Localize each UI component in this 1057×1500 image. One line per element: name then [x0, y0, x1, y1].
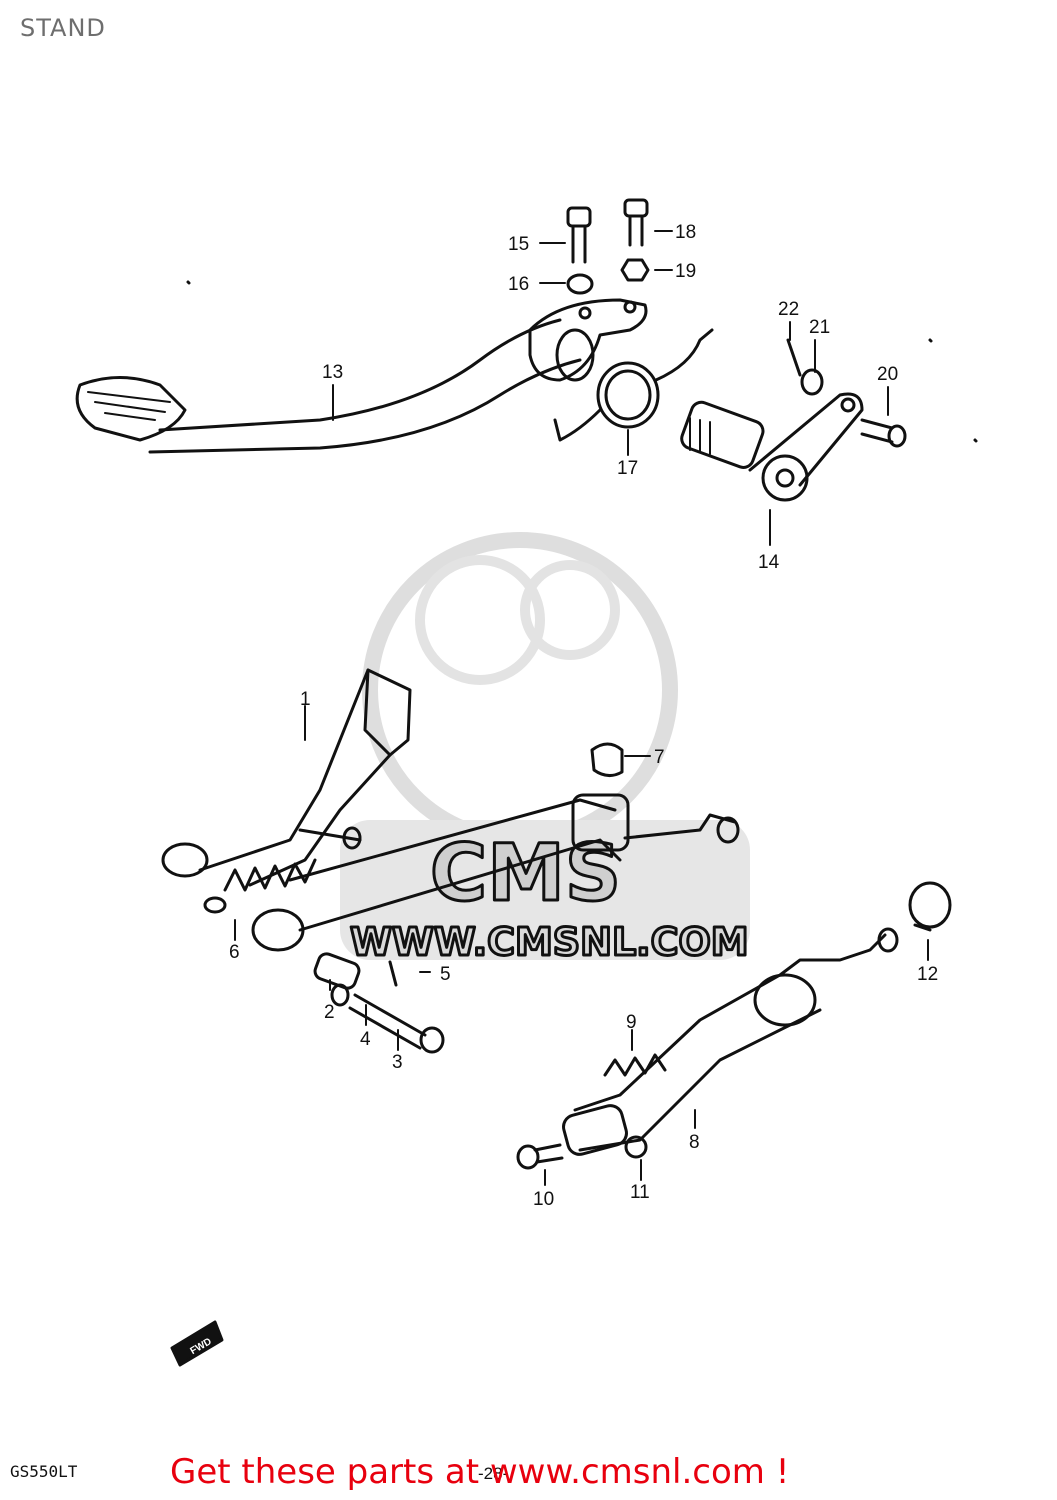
leader-lines	[234, 230, 929, 1186]
callout-9: 9	[626, 1012, 637, 1033]
part-brake-shaft	[680, 392, 864, 502]
callout-21: 21	[809, 317, 830, 338]
callout-8: 8	[689, 1132, 700, 1153]
part-cotter-pin-22	[786, 338, 802, 377]
part-spring-6	[203, 858, 317, 914]
part-stopper-12	[908, 881, 952, 932]
part-bolt-10	[516, 1143, 564, 1170]
watermark-mascot	[362, 532, 678, 848]
callout-13: 13	[322, 362, 343, 383]
callout-18: 18	[675, 222, 696, 243]
part-clip-21	[800, 368, 824, 396]
part-washer-16	[566, 273, 594, 295]
callout-7: 7	[654, 747, 665, 768]
model-code: GS550LT	[10, 1462, 78, 1481]
part-bolt-18	[623, 198, 649, 247]
footer-cta-link[interactable]: Get these parts at www.cmsnl.com !	[170, 1452, 790, 1492]
fwd-arrow-icon: FWD	[170, 1320, 224, 1367]
callout-6: 6	[229, 942, 240, 963]
part-washer-4	[330, 983, 350, 1007]
part-bolt-15	[566, 206, 592, 264]
callout-2: 2	[324, 1002, 335, 1023]
callout-1: 1	[300, 689, 311, 710]
callout-12: 12	[917, 964, 938, 985]
part-side-stand	[562, 927, 899, 1156]
callout-5: 5	[440, 964, 451, 985]
callout-15: 15	[508, 234, 529, 255]
callouts: 1 2 3 4 5 6 7 8 9 10 11 12 13 14 15 16 1…	[229, 222, 938, 1210]
callout-16: 16	[508, 274, 529, 295]
callout-10: 10	[533, 1189, 554, 1210]
callout-19: 19	[675, 261, 696, 282]
part-spring-9	[603, 1053, 667, 1077]
part-return-spring	[553, 328, 714, 442]
callout-20: 20	[877, 364, 898, 385]
callout-3: 3	[392, 1052, 403, 1073]
watermark-badge	[340, 820, 750, 960]
speck-marks	[186, 280, 978, 443]
part-bolt-3	[348, 993, 445, 1054]
part-stopper-7	[590, 742, 624, 777]
part-spacer-2	[313, 952, 361, 990]
callout-14: 14	[758, 552, 780, 573]
part-nut-11	[624, 1135, 648, 1159]
page-number: -28-	[478, 1464, 509, 1483]
part-brake-pedal	[75, 298, 648, 454]
callout-17: 17	[617, 458, 638, 479]
page-title: STAND	[20, 14, 106, 42]
watermark-url: WWW.CMSNL.COM	[350, 920, 749, 964]
callout-22: 22	[778, 299, 799, 320]
callout-4: 4	[360, 1029, 371, 1050]
part-cotter-pin-5	[388, 960, 398, 987]
part-pin-20	[860, 418, 907, 448]
callout-11: 11	[630, 1182, 650, 1203]
part-nut-19	[620, 258, 650, 282]
